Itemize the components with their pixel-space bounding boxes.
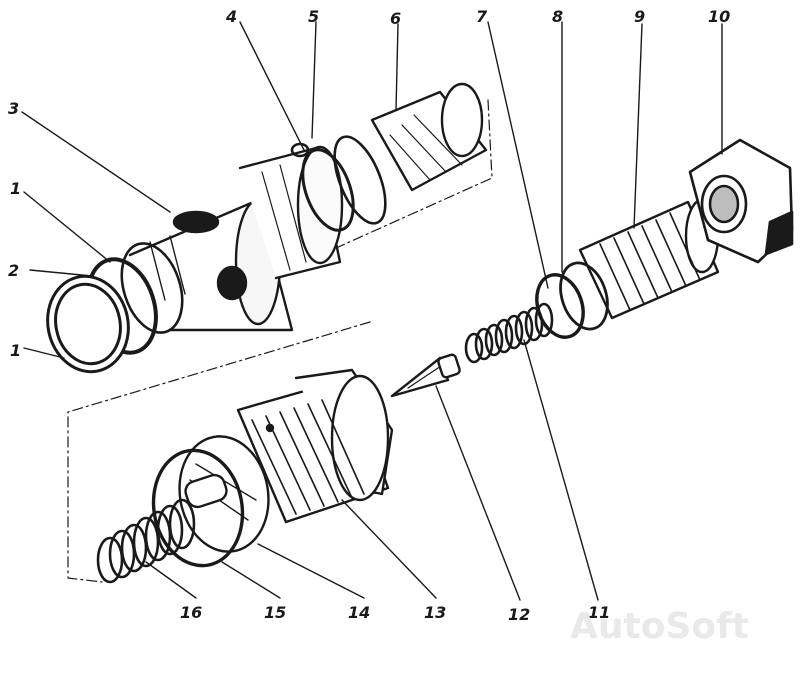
o-ring-part-1-rear [120,242,184,334]
callout-16: 16 [180,603,202,622]
callout-13: 13 [424,603,446,622]
callout-7: 7 [476,7,488,26]
leader-13 [341,499,437,599]
callout-11: 11 [588,603,610,622]
leader-3 [21,111,171,213]
watermark: AutoSoft [570,606,749,647]
o-ring-part-1-front [46,274,130,374]
callout-1-bottom: 1 [10,341,21,360]
leader-7 [487,21,549,289]
leader-12 [435,385,521,601]
hex-nut-part-10 [688,138,794,264]
o-ring-part-15 [151,448,245,568]
leader-16 [145,561,197,599]
callout-14: 14 [348,603,370,622]
leader-4 [239,21,305,151]
callout-2: 2 [8,261,19,280]
leader-14 [257,543,365,599]
leader-11 [523,339,599,601]
threaded-plug-part-9 [578,198,720,320]
callout-15: 15 [264,603,286,622]
callout-9: 9 [634,7,645,26]
callout-labels: 1 2 3 1 4 5 6 7 8 9 10 11 12 13 14 15 16 [8,7,730,624]
threaded-body-part-13 [236,368,394,524]
o-ring-part-8 [559,261,609,331]
callout-3: 3 [8,99,19,118]
spool-stem-part-6 [370,82,488,192]
o-ring-part-4 [301,148,355,232]
callout-12: 12 [508,605,530,624]
leader-9 [633,23,643,229]
spool-collar [238,145,344,280]
spring-part-11 [464,302,554,364]
leader-1-top [23,191,111,263]
callout-4: 4 [225,7,237,26]
spring-part-16 [96,498,196,584]
callout-1-top: 1 [10,179,21,198]
needle-cone-part-12 [390,353,461,398]
leader-6 [395,23,399,111]
leader-15 [221,561,281,599]
callout-5: 5 [308,7,319,26]
retaining-ring-part-5 [290,135,387,225]
port-hole-lower [216,265,248,301]
callout-8: 8 [552,7,563,26]
leader-1-bottom [23,347,65,359]
seat-ring-part-14 [178,435,270,553]
leader-lines [21,21,723,601]
callout-10: 10 [708,7,730,26]
leader-5 [311,21,317,139]
leader-2 [29,269,93,277]
port-hole-upper [172,210,220,234]
callout-6: 6 [390,9,401,28]
